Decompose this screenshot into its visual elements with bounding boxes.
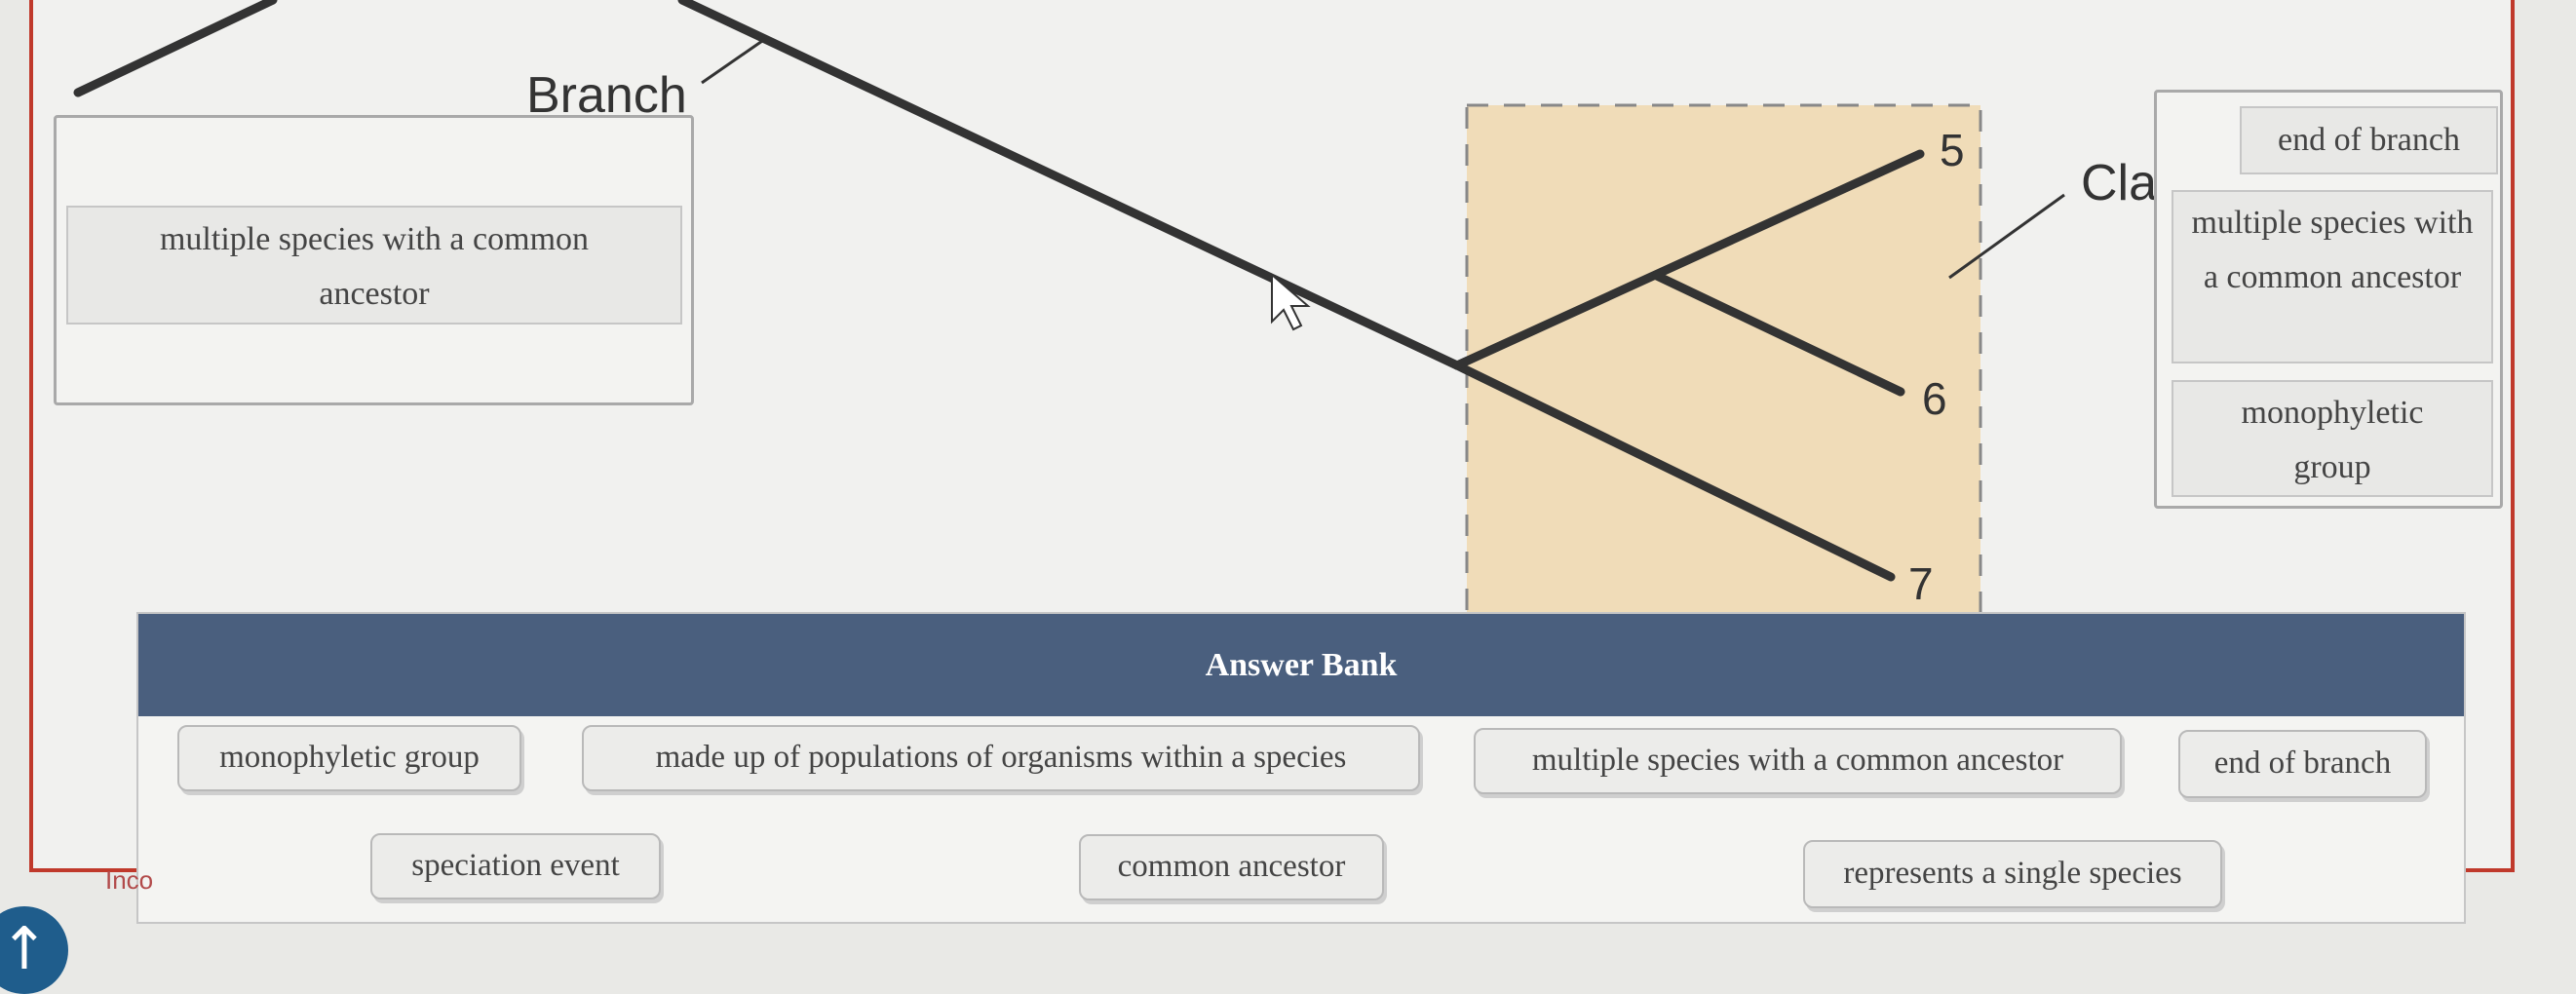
placed-answer-branch[interactable]: multiple species with a common ancestor	[66, 206, 682, 325]
bank-item-monophyletic-group[interactable]: monophyletic group	[177, 725, 521, 791]
branch-to-tip-7	[1452, 361, 1896, 582]
branch-leader-line	[701, 37, 766, 85]
bank-item-end-of-branch[interactable]: end of branch	[2178, 730, 2427, 798]
branch-drop-target[interactable]: multiple species with a common ancestor	[54, 115, 694, 405]
placed-answer-clade-2[interactable]: multiple species with a common ancestor	[2172, 190, 2493, 363]
placed-answer-text: monophyletic group	[2241, 395, 2424, 485]
answer-bank: Answer Bank monophyletic group made up o…	[136, 612, 2466, 924]
clade-drop-target[interactable]: end of branch multiple species with a co…	[2154, 90, 2503, 509]
tip-label-6: 6	[1922, 373, 1947, 424]
incorrect-status-text: Inco	[105, 865, 154, 895]
tip-label-5: 5	[1940, 125, 1965, 175]
branch-label: Branch	[526, 67, 687, 124]
bank-item-multiple-species[interactable]: multiple species with a common ancestor	[1474, 728, 2122, 794]
branch-line-main	[677, 0, 1462, 370]
tip-label-7: 7	[1908, 558, 1934, 609]
branch-to-tip-5	[1452, 149, 1925, 370]
answer-bank-title: Answer Bank	[138, 614, 2464, 716]
scroll-up-button[interactable]: ↑	[0, 906, 68, 994]
placed-answer-clade-1[interactable]: end of branch	[2240, 106, 2498, 174]
placed-answer-text: multiple species with a common ancestor	[2191, 205, 2474, 295]
bank-item-speciation-event[interactable]: speciation event	[370, 833, 661, 899]
placed-answer-text: multiple species with a common ancestor	[159, 221, 590, 312]
bank-item-populations[interactable]: made up of populations of organisms with…	[582, 725, 1420, 791]
bank-item-single-species[interactable]: represents a single species	[1803, 840, 2222, 908]
branch-to-tip-6	[1652, 271, 1905, 397]
branch-line-top-left	[73, 0, 278, 97]
clade-highlight-box	[1465, 103, 1982, 624]
placed-answer-clade-3[interactable]: monophyletic group	[2172, 380, 2493, 497]
arrow-up-icon: ↑	[0, 915, 50, 983]
bank-item-common-ancestor[interactable]: common ancestor	[1079, 834, 1384, 900]
mouse-cursor-icon	[1271, 272, 1311, 331]
clade-leader-line	[1948, 193, 2065, 280]
